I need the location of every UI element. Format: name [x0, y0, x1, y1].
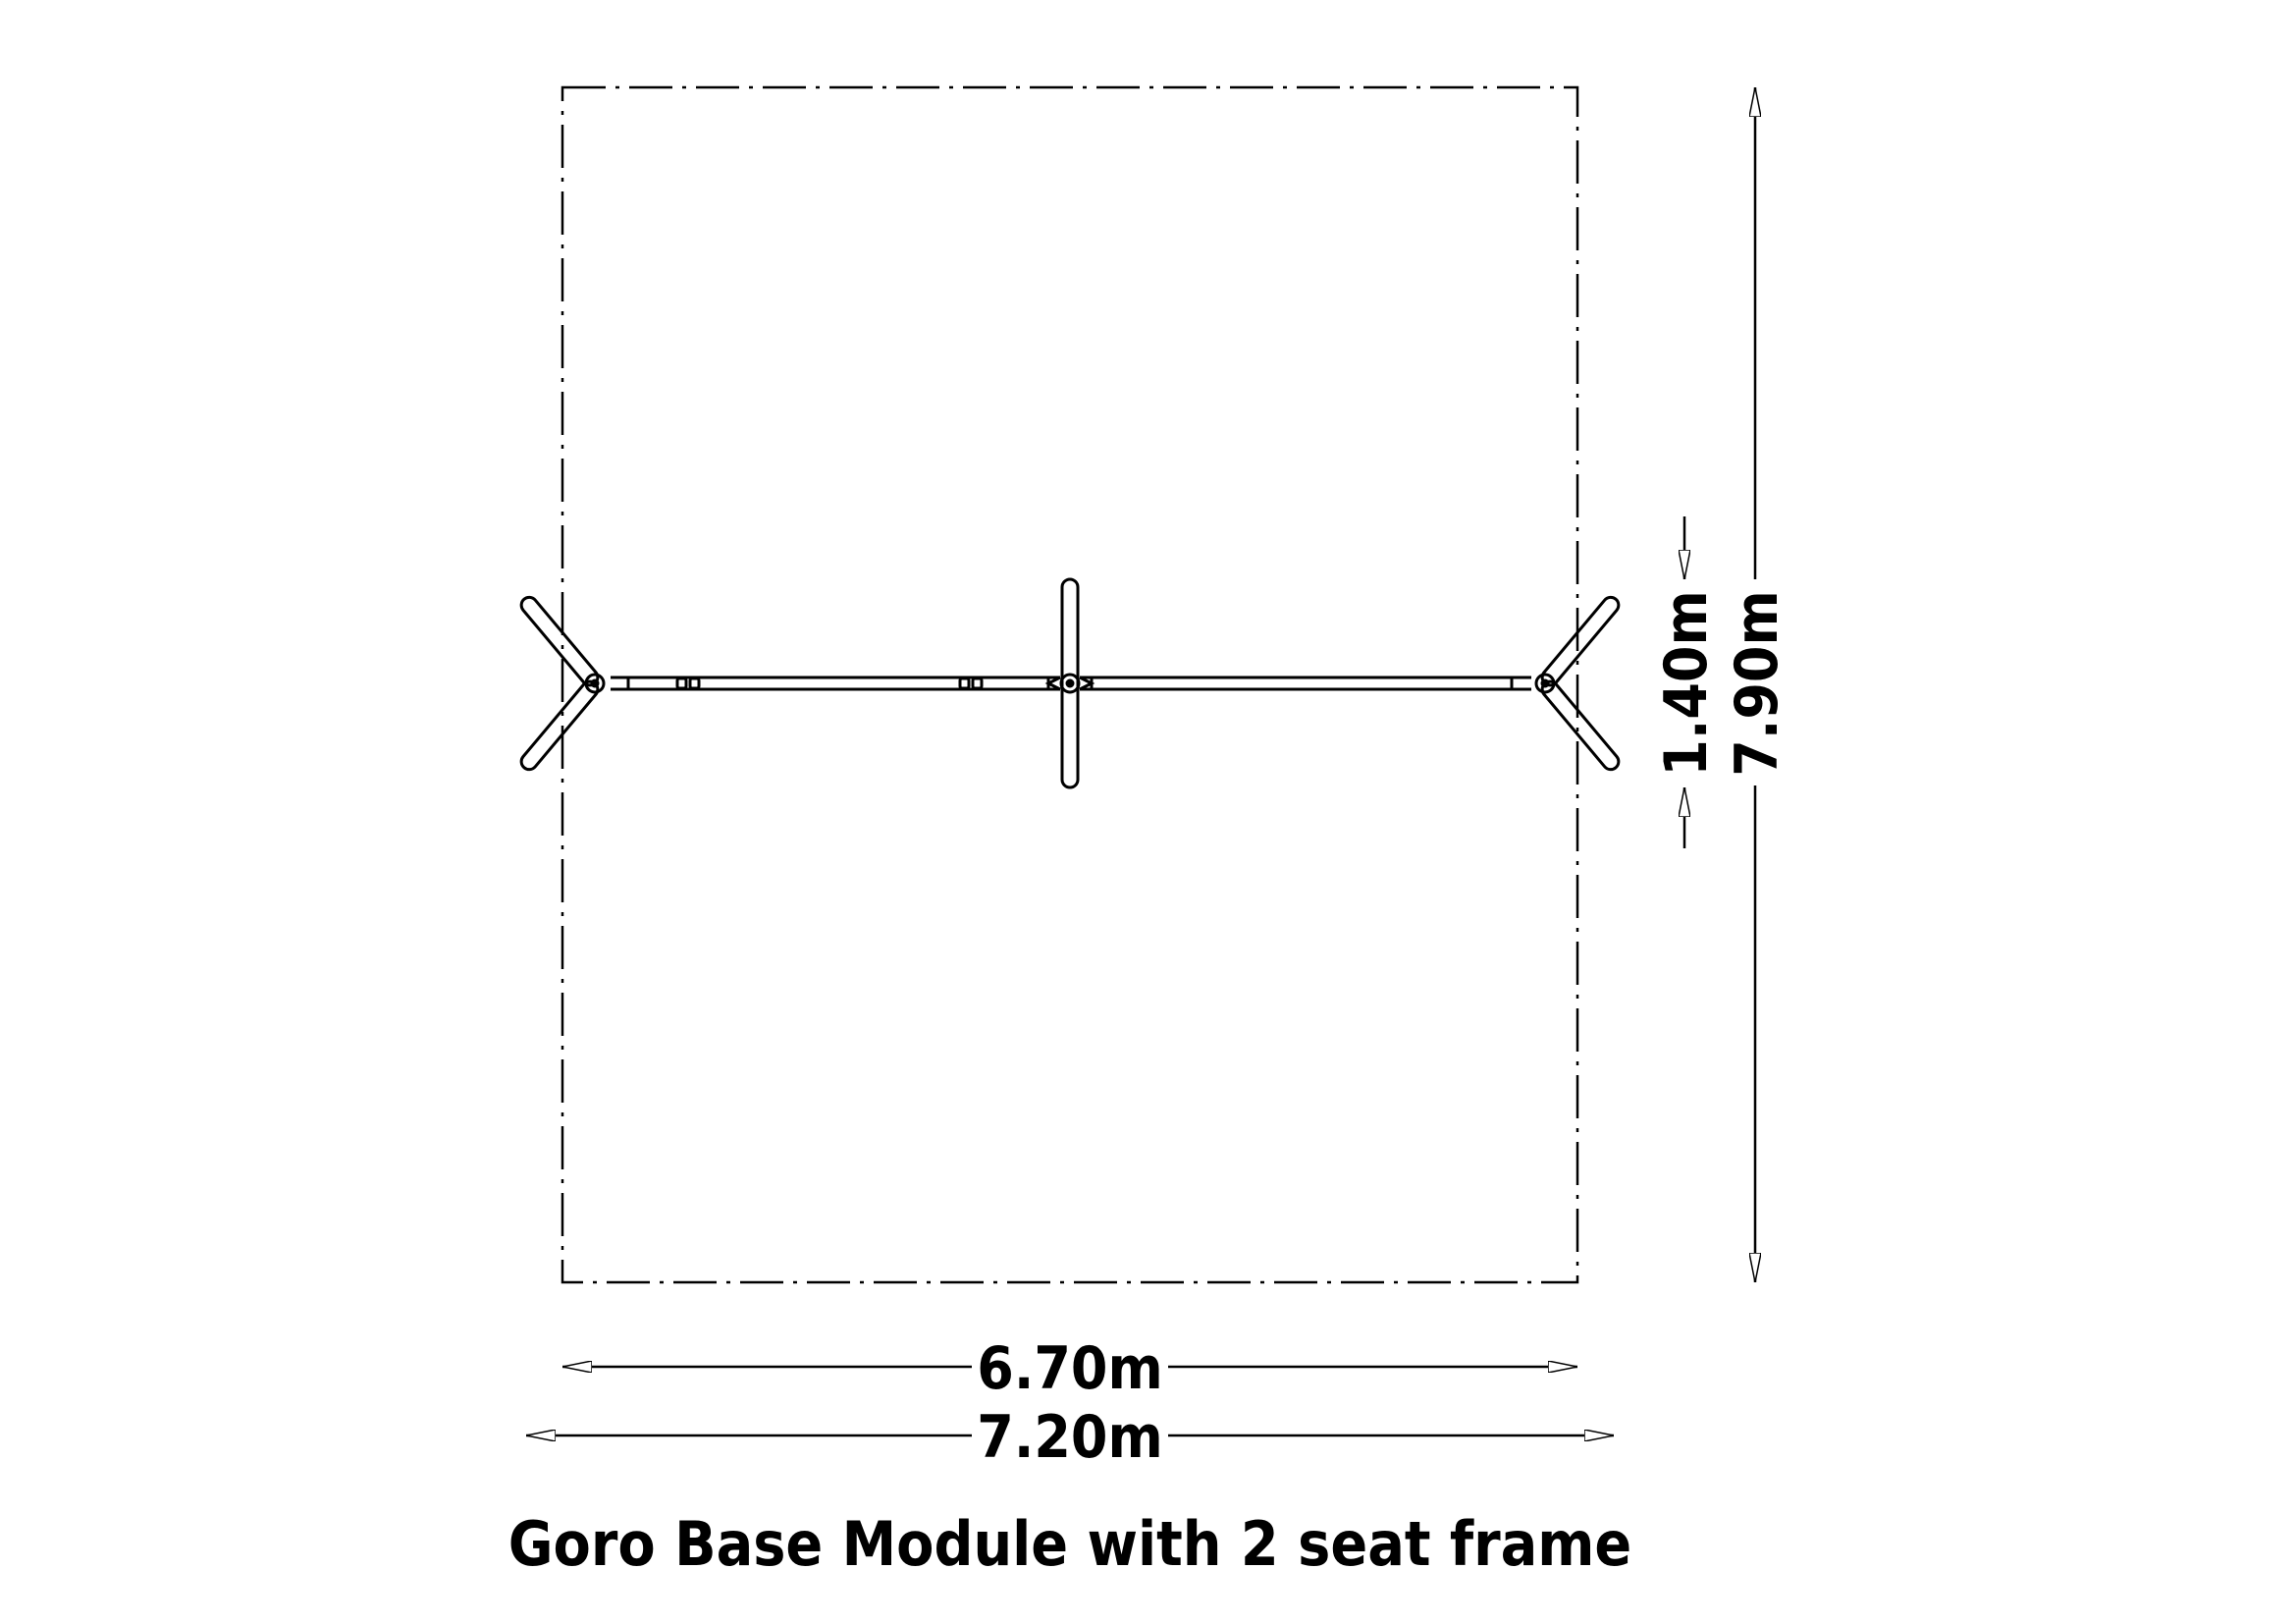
- seat-hanger-2: [958, 677, 984, 690]
- dimension-label-safety-width: 6.70m: [977, 1334, 1162, 1403]
- seat-hanger-1: [675, 677, 701, 690]
- safety-area-boundary: [561, 85, 1579, 1284]
- left-a-frame: [519, 595, 606, 772]
- right-a-frame: [1534, 595, 1621, 772]
- right-beam: [1080, 676, 1531, 691]
- frame-structure: [519, 577, 1621, 789]
- dimension-label-overall-width: 7.20m: [977, 1403, 1162, 1472]
- middle-post: [1044, 577, 1095, 789]
- drawing-title: Goro Base Module with 2 seat frame: [508, 1508, 1632, 1580]
- dimension-label-safety-depth: 7.90m: [1723, 590, 1791, 776]
- dimension-label-frame-depth: 1.40m: [1652, 590, 1721, 776]
